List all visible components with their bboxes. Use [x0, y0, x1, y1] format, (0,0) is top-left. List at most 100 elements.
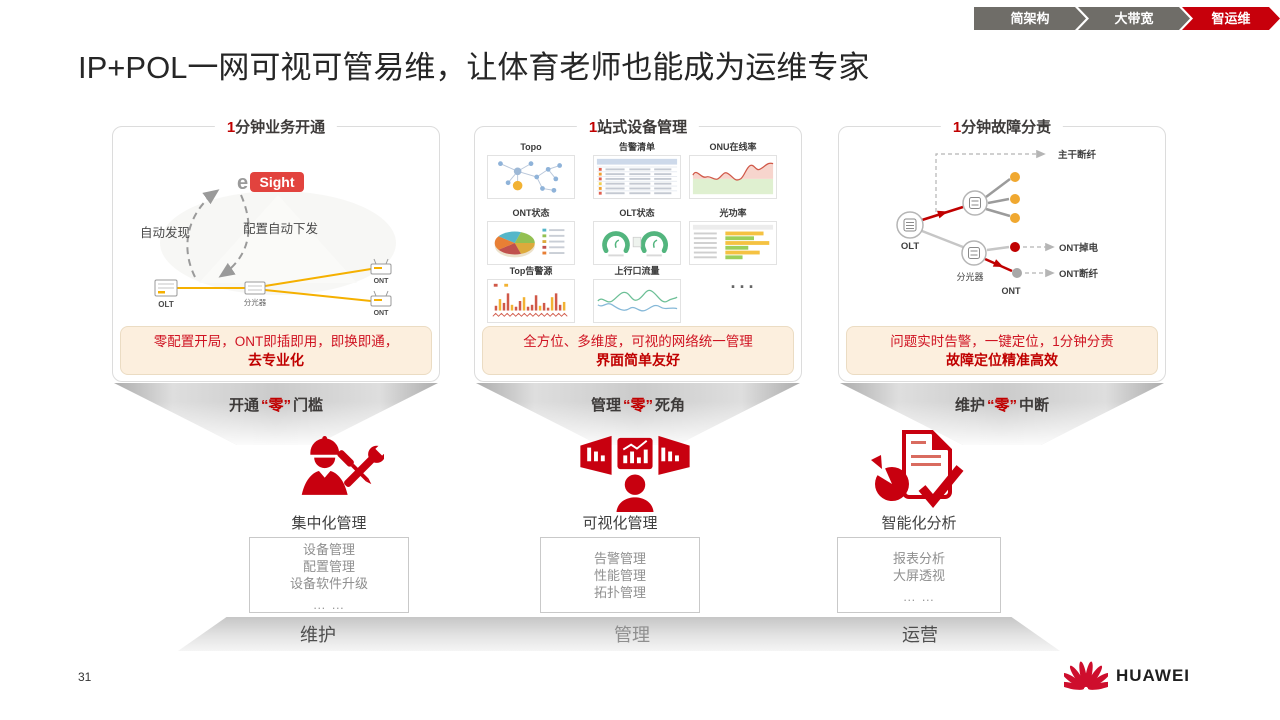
banner-post: 中断: [1019, 397, 1050, 414]
banner-zero: “零”: [986, 397, 1017, 414]
pointer-trunk-break: [935, 149, 1046, 212]
link-splitter2-ont-power: [986, 245, 1010, 252]
page-title: IP+POL一网可视可管易维，让体育老师也能成为运维专家: [78, 50, 870, 85]
panel-card-device-management: 1站式设备管理 Topo 告警清单: [474, 116, 802, 382]
mini-chart-top-alarm-sources: Top告警源: [487, 266, 575, 323]
ont-dot-1: [1010, 172, 1020, 182]
banner-zero: “零”: [260, 397, 291, 414]
olt-node: [896, 211, 924, 239]
capability-visual-management: 可视化管理 告警管理 性能管理 拓扑管理: [540, 512, 700, 613]
trunk-break-label: 主干断纤: [1058, 149, 1097, 161]
watermark-beam: [199, 195, 357, 283]
ont-label: ONT: [1002, 286, 1022, 296]
mini-chart-olt-status-gauges: OLT状态: [593, 208, 681, 265]
esight-logo-e: e: [237, 172, 248, 194]
lifecycle-platform: [178, 617, 1060, 651]
olt-icon: [154, 279, 178, 297]
fault-diagram: OLT 分光器 ONT 主干断纤 ONT掉电 ONT断纤: [839, 133, 1165, 333]
callout-line1: 问题实时告警，一键定位，1分钟分责: [890, 334, 1114, 349]
heading-text: 站式设备管理: [597, 119, 688, 136]
panel-heading-1: 1分钟业务开通: [214, 116, 338, 137]
heading-number: 1: [588, 119, 598, 136]
breadcrumb-item-bandwidth: 大带宽: [1078, 7, 1190, 30]
ont-fiber-break-label: ONT断纤: [1059, 268, 1099, 280]
callout-line2: 故障定位精准高效: [946, 352, 1058, 368]
panel-3-callout: 问题实时告警，一键定位，1分钟分责 故障定位精准高效: [846, 326, 1158, 375]
banner-pre: 管理: [590, 397, 621, 414]
capability-item-more: … …: [312, 597, 346, 612]
mini-chart-onu-online-rate: ONU在线率: [689, 142, 777, 199]
capability-item: 设备软件升级: [289, 576, 368, 591]
ont-a-icon: [370, 258, 392, 275]
splitter1-node: [962, 190, 988, 216]
zero-banner-2: 管理“零”死角: [474, 394, 802, 415]
capability-box: 告警管理 性能管理 拓扑管理: [540, 537, 700, 613]
stage-label-maintenance: 维护: [300, 625, 336, 645]
fault-arrow-ont: [992, 259, 1004, 268]
breadcrumb-item-smart-om-active: 智运维: [1182, 7, 1280, 30]
report-analysis-icon: [870, 428, 968, 512]
splitter2-node: [961, 240, 987, 266]
capability-item: 告警管理: [593, 551, 646, 566]
page-number: 31: [78, 670, 92, 684]
ont-dot-power-off: [1010, 242, 1020, 252]
auto-config-label: 配置自动下发: [243, 221, 319, 236]
provisioning-diagram: e Sight 自动发现 配置自动下发: [113, 133, 439, 333]
ont-dot-3: [1010, 213, 1020, 223]
capability-box: 报表分析 大屏透视 … …: [837, 537, 1001, 613]
mini-chart-title: ONT状态: [512, 208, 550, 218]
mini-chart-title: 光功率: [719, 208, 747, 218]
mini-chart-title: 告警清单: [618, 142, 655, 152]
dashboard-more-ellipsis: ···: [730, 277, 758, 297]
mini-chart-title: Topo: [520, 142, 542, 152]
callout-line2: 界面简单友好: [596, 352, 680, 368]
auto-discover-label: 自动发现: [140, 225, 190, 240]
splitter-label: 分光器: [956, 271, 983, 282]
banner-post: 门槛: [293, 397, 324, 414]
mini-chart-optical-power: 光功率: [689, 208, 777, 265]
link-olt-splitter2: [921, 229, 964, 249]
panel-card-fault-demarcation: 1分钟故障分责: [838, 116, 1166, 382]
fiber-links: [177, 268, 372, 302]
ont-b-icon: [370, 290, 392, 307]
callout-line1: 全方位、多维度，可视的网络统一管理: [523, 334, 753, 349]
capability-title: 集中化管理: [291, 515, 367, 532]
breadcrumb-item-architecture: 简架构: [974, 7, 1086, 30]
callout-line1: 零配置开局，ONT即插即用，即换即通，: [153, 334, 399, 349]
mini-chart-title: ONU在线率: [709, 142, 757, 152]
olt-label: OLT: [901, 241, 919, 252]
heading-number: 1: [952, 119, 962, 136]
panel-card-service-provisioning: 1分钟业务开通 e Sight 自动发现 配置自动下发: [112, 116, 440, 382]
mini-chart-ont-status-pie: ONT状态: [487, 208, 575, 265]
ont-power-off-label: ONT掉电: [1059, 242, 1099, 254]
panel-1-callout: 零配置开局，ONT即插即用，即换即通， 去专业化: [120, 326, 432, 375]
brand-wordmark: HUAWEI: [1116, 666, 1190, 685]
panel-heading-3: 1分钟故障分责: [940, 116, 1064, 137]
capability-item: 报表分析: [892, 551, 945, 566]
auto-discover-arrow: [186, 189, 220, 278]
capability-item: 设备管理: [302, 542, 355, 557]
links-splitter1-onts: [985, 178, 1011, 218]
capability-title: 智能化分析: [881, 515, 957, 532]
capability-title: 可视化管理: [582, 515, 658, 532]
heading-text: 分钟业务开通: [235, 119, 326, 136]
huawei-logo: HUAWEI: [1064, 657, 1190, 695]
capability-item: 配置管理: [302, 559, 355, 574]
capability-intelligent-analysis: 智能化分析 报表分析 大屏透视 … …: [837, 512, 1001, 613]
engineer-tools-icon: [296, 430, 384, 510]
stage-label-operation: 运营: [902, 625, 938, 645]
esight-logo-name: Sight: [260, 174, 295, 190]
stage-label-management: 管理: [614, 625, 650, 645]
banner-zero: “零”: [622, 397, 653, 414]
esight-logo: e Sight: [237, 172, 304, 194]
mini-chart-topo: Topo: [487, 142, 575, 199]
mini-chart-title: 上行口流量: [614, 266, 660, 276]
mini-chart-title: Top告警源: [509, 266, 553, 276]
capability-item: 性能管理: [593, 568, 646, 583]
capability-item: 大屏透视: [892, 568, 945, 583]
banner-post: 死角: [655, 397, 686, 414]
capability-centralized-management: 集中化管理 设备管理 配置管理 设备软件升级 … …: [249, 512, 409, 613]
olt-label: OLT: [158, 300, 174, 309]
heading-text: 分钟故障分责: [961, 119, 1052, 136]
